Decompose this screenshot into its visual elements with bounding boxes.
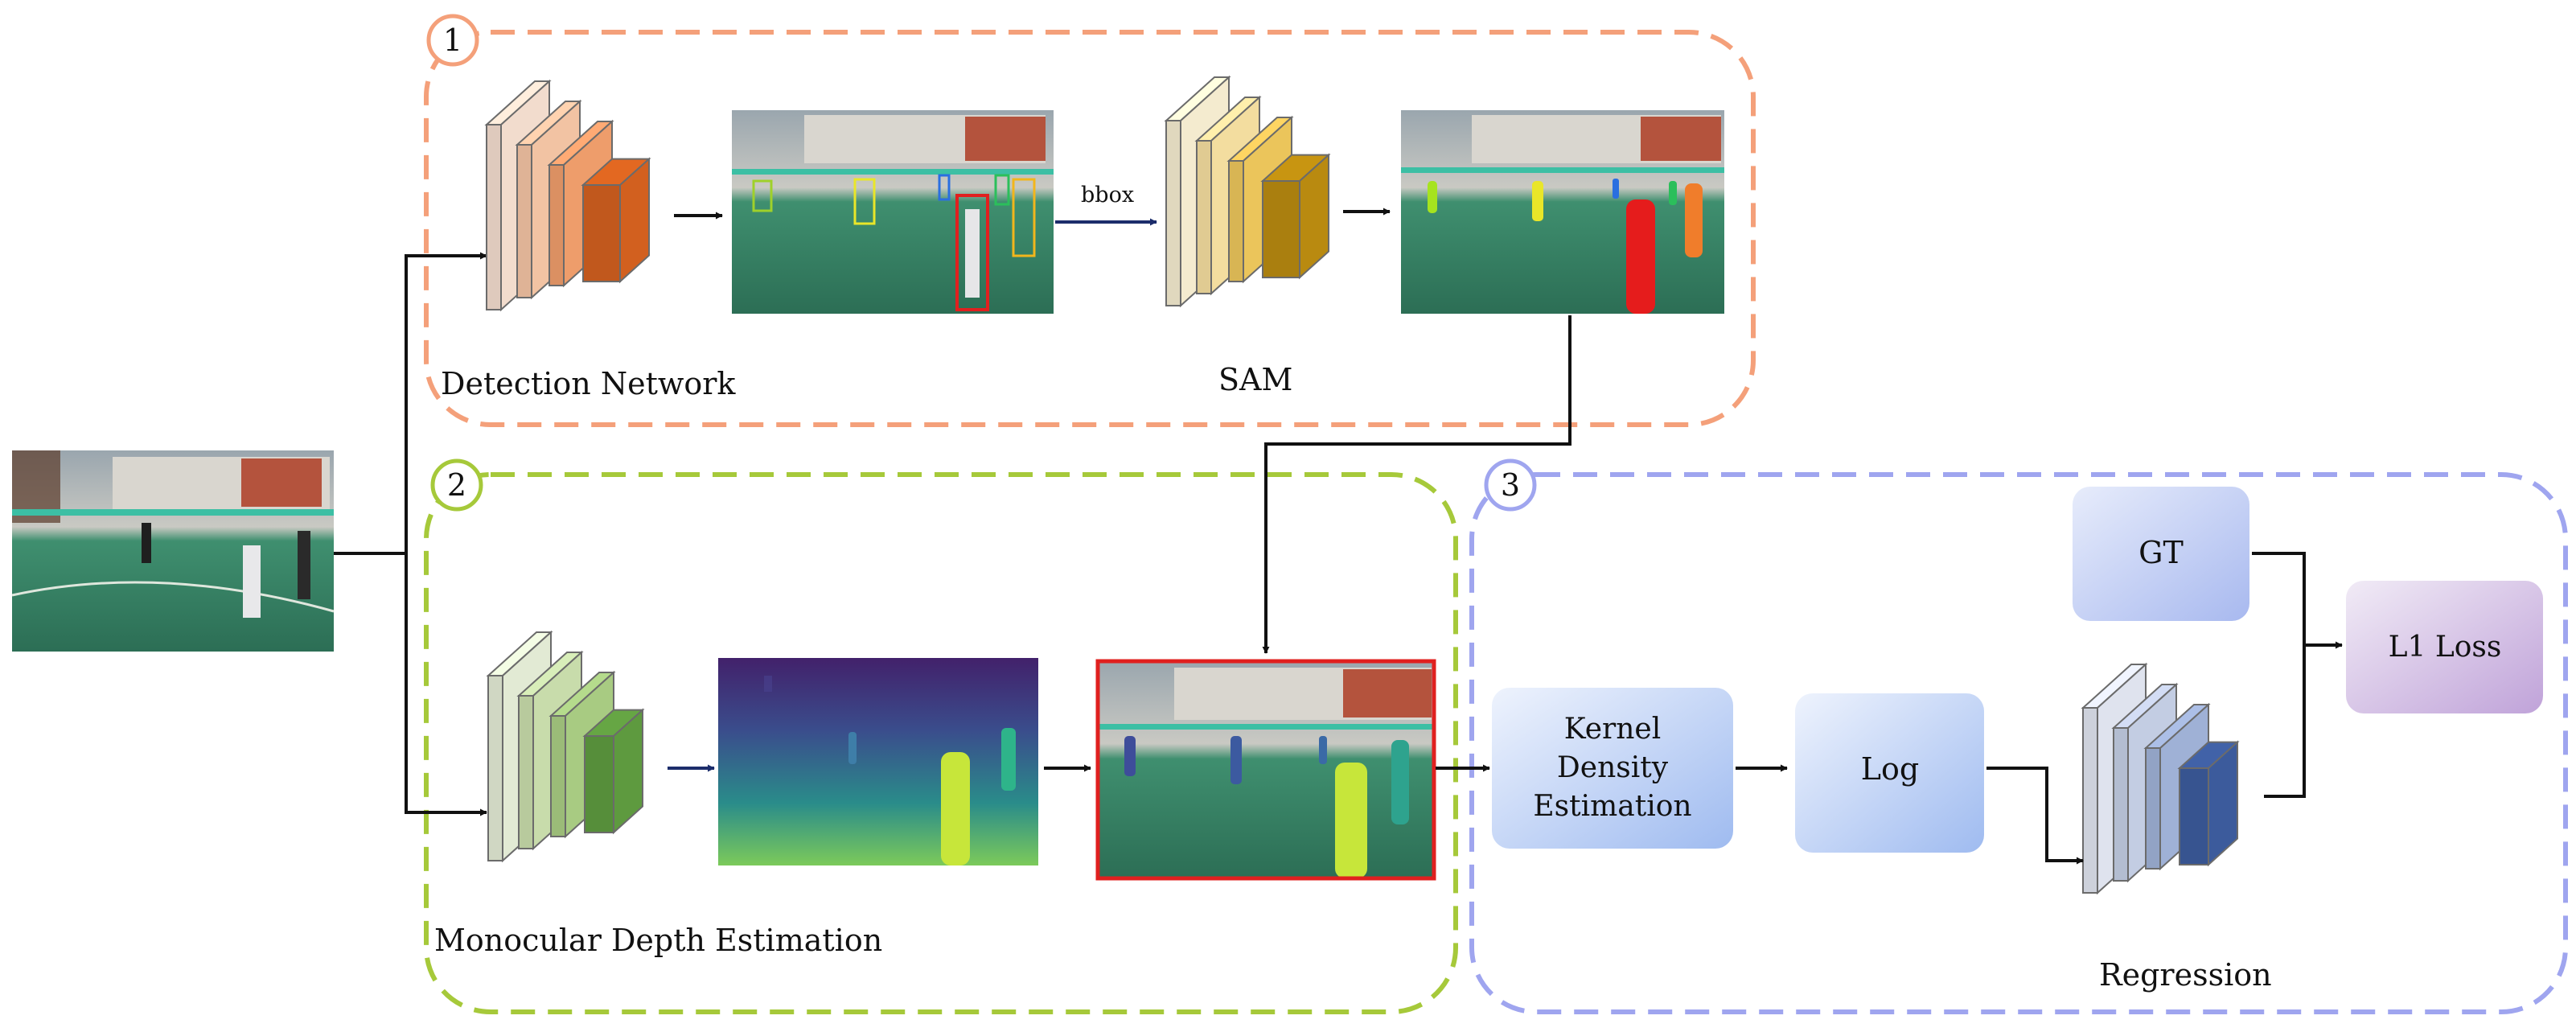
depth-label: Monocular Depth Estimation <box>434 923 882 958</box>
stage3-number: 3 <box>1501 467 1520 503</box>
sam-label: SAM <box>1218 362 1292 397</box>
l1-loss-label: L1 Loss <box>2389 631 2502 664</box>
stage3-badge: 3 <box>1484 458 1537 512</box>
layer-side <box>2208 740 2238 867</box>
layer-front <box>582 184 621 282</box>
depth-network-block <box>486 630 645 863</box>
gt-label: GT <box>2138 535 2184 570</box>
layer-front <box>487 675 503 861</box>
layer-front <box>486 124 502 310</box>
log-box: Log <box>1795 693 1984 853</box>
detection-network-block <box>484 79 651 312</box>
stage1-container <box>424 30 1756 427</box>
l1-loss-box: L1 Loss <box>2346 581 2543 713</box>
bbox-label: bbox <box>1081 183 1134 208</box>
layer-front <box>1165 120 1181 306</box>
stage2-container <box>424 472 1458 1014</box>
regression-label: Regression <box>2099 957 2272 993</box>
layer-front <box>1262 180 1300 278</box>
layer-front <box>584 735 614 833</box>
regression-network-block <box>2081 662 2240 895</box>
arrow-gt-to-loss <box>2252 552 2343 649</box>
segmentation-output-photo <box>1401 110 1724 314</box>
layer-front <box>2145 747 2161 870</box>
layer-front <box>548 164 565 286</box>
kde-line1: Kernel <box>1564 713 1661 746</box>
layer-front <box>516 144 532 298</box>
input-connector <box>334 252 487 555</box>
kde-line3: Estimation <box>1533 790 1691 823</box>
layer-side <box>1299 153 1329 280</box>
layer-front <box>1228 160 1244 282</box>
layer-front <box>550 715 566 837</box>
input-photo <box>11 450 335 652</box>
layer-front <box>1196 140 1212 294</box>
layer-front <box>2179 767 2209 865</box>
arrow-log-to-regression <box>1986 767 2084 865</box>
arrow-seg-to-masked <box>1262 315 1571 654</box>
layer-front <box>2082 707 2098 894</box>
stage1-badge: 1 <box>426 14 479 67</box>
log-label: Log <box>1861 751 1919 787</box>
input-connector-depth <box>405 553 487 816</box>
sam-network-block <box>1164 75 1331 308</box>
layer-front <box>518 695 534 849</box>
layer-side <box>619 157 650 284</box>
stage2-badge: 2 <box>430 458 483 512</box>
gt-box: GT <box>2073 487 2249 621</box>
arrow-reg-to-loss <box>2264 645 2306 798</box>
stage3-container <box>1469 472 2568 1014</box>
kde-line2: Density <box>1557 751 1669 784</box>
kde-box: Kernel Density Estimation <box>1492 688 1733 849</box>
detection-network-label: Detection Network <box>441 366 736 401</box>
detection-output-photo <box>732 110 1054 314</box>
depth-masked-photo <box>1095 659 1436 881</box>
layer-side <box>613 708 643 835</box>
layer-front <box>2113 727 2129 882</box>
stage1-number: 1 <box>443 23 462 58</box>
stage2-number: 2 <box>447 467 466 503</box>
depth-map <box>718 658 1038 865</box>
